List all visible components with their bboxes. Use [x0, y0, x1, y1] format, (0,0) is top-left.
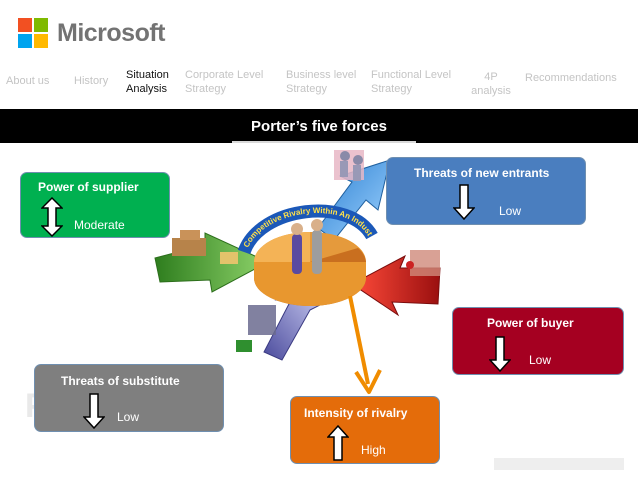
threats-of-new-entrants-box: Threats of new entrants Low: [386, 157, 586, 225]
rivalry-value: High: [361, 443, 386, 457]
power-of-buyer-box: Power of buyer Low: [452, 307, 624, 375]
intensity-of-rivalry-box: Intensity of rivalry High: [290, 396, 440, 464]
microsoft-logo: Microsoft: [18, 18, 166, 48]
slide-title: Porter’s five forces: [251, 117, 387, 135]
substitute-label: Threats of substitute: [61, 374, 180, 388]
down-arrow-icon: [489, 336, 511, 372]
supplier-value: Moderate: [74, 218, 125, 232]
nav-item-business-level-strategy[interactable]: Business level Strategy: [286, 69, 357, 95]
buyer-arrow-graphic: [351, 250, 441, 317]
nav-item-history[interactable]: History: [74, 75, 109, 87]
power-of-supplier-box: Power of supplier Moderate: [20, 172, 170, 238]
windows-logo-icon: [18, 18, 48, 48]
nav-item-functional-level-strategy[interactable]: Functional Level Strategy: [371, 69, 452, 95]
corner-logo: [494, 458, 624, 470]
nav-item-4p-analysis[interactable]: 4P analysis: [471, 71, 511, 97]
new-entrants-label: Threats of new entrants: [414, 166, 550, 180]
new-entrants-value: Low: [499, 204, 522, 218]
supplier-label: Power of supplier: [38, 180, 139, 194]
threats-of-substitute-box: Threats of substitute Low: [34, 364, 224, 432]
buyer-value: Low: [529, 353, 552, 367]
center-pie-graphic: [254, 219, 366, 306]
nav-item-recommendations[interactable]: Recommendations: [525, 72, 617, 84]
nav-item-situation-analysis[interactable]: Situation Analysis: [126, 69, 169, 95]
nav-item-about-us[interactable]: About us: [6, 75, 50, 87]
down-arrow-icon: [83, 393, 105, 429]
rivalry-label: Intensity of rivalry: [304, 406, 408, 420]
slide-title-bar: Porter’s five forces: [0, 109, 638, 143]
substitute-value: Low: [117, 410, 140, 424]
up-arrow-icon: [327, 425, 349, 461]
up-down-arrow-icon: [41, 197, 63, 237]
rivalry-ring-banner: [237, 204, 378, 255]
nav-item-corporate-level-strategy[interactable]: Corporate Level Strategy: [185, 69, 264, 95]
new-entrants-arrow-graphic: [317, 150, 391, 241]
buyer-label: Power of buyer: [487, 316, 574, 330]
top-navigation: About us History Situation Analysis Corp…: [0, 66, 638, 100]
brand-name: Microsoft: [57, 18, 166, 47]
rivalry-pointer-arrow: [348, 295, 382, 394]
down-arrow-icon: [453, 184, 475, 220]
supplier-arrow-graphic: [154, 230, 270, 293]
